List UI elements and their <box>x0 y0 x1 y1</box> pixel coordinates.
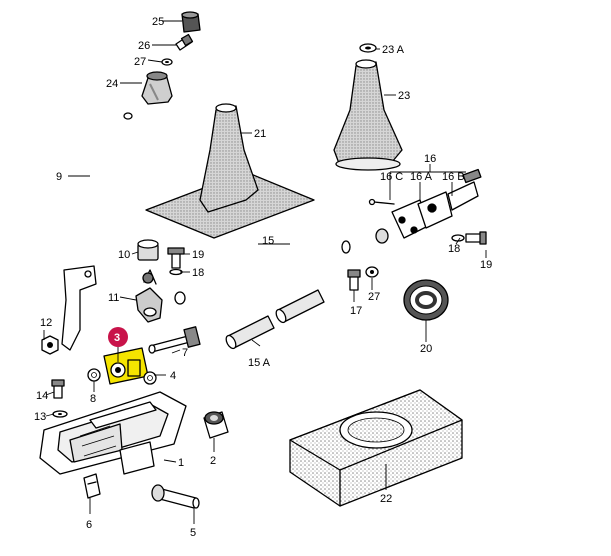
washer-right-part[interactable] <box>143 371 157 385</box>
shift-rod-part[interactable] <box>174 228 389 305</box>
pivot-pin-part[interactable] <box>151 484 200 509</box>
bushing-part[interactable] <box>137 239 159 261</box>
label-15: 15 <box>262 235 274 247</box>
label-5: 5 <box>190 527 196 539</box>
shift-base-housing-part[interactable] <box>39 391 187 475</box>
label-9: 9 <box>56 171 62 183</box>
bolt-lower-part[interactable] <box>451 231 487 245</box>
label-22: 22 <box>380 493 392 505</box>
shift-lever-part[interactable] <box>61 112 133 351</box>
label-6: 6 <box>86 519 92 531</box>
washer-left-part[interactable] <box>87 368 101 382</box>
callout-labels: 25 26 27 24 23 A 23 21 9 16 16 C 16 A 16… <box>34 16 492 539</box>
label-17: 17 <box>350 305 362 317</box>
knob-screw-part[interactable] <box>175 33 194 51</box>
shift-boot-inner-part[interactable] <box>145 103 315 239</box>
grommet-part[interactable] <box>203 411 229 439</box>
label-27-top: 27 <box>134 56 146 68</box>
label-8: 8 <box>90 393 96 405</box>
callout-badge-3[interactable]: 3 <box>108 327 128 347</box>
spring-clip-part[interactable] <box>83 473 101 499</box>
nut-part[interactable] <box>41 335 59 355</box>
label-18-right: 18 <box>448 243 460 255</box>
rubber-bellows-part[interactable] <box>403 279 449 321</box>
label-16: 16 <box>424 153 436 165</box>
small-nut-27-part[interactable] <box>365 266 379 278</box>
label-10: 10 <box>118 249 130 261</box>
linkage-assembly-part[interactable] <box>368 168 482 239</box>
rod-sleeve-part[interactable] <box>224 289 325 350</box>
label-11: 11 <box>108 292 119 304</box>
knob-cap-part[interactable] <box>181 11 201 33</box>
knob-washer-part[interactable] <box>161 58 173 66</box>
boot-ring-part[interactable] <box>359 43 377 53</box>
label-24: 24 <box>106 78 118 90</box>
shift-boot-outer-part[interactable] <box>333 59 403 171</box>
label-19-left: 19 <box>192 249 204 261</box>
label-3: 3 <box>114 332 120 344</box>
label-16a: 16 A <box>410 171 433 183</box>
long-bolt-part[interactable] <box>148 326 201 354</box>
label-15a: 15 A <box>248 357 271 369</box>
label-7: 7 <box>182 347 188 359</box>
label-2: 2 <box>210 455 216 467</box>
label-16c: 16 C <box>380 171 403 183</box>
label-1: 1 <box>178 457 184 469</box>
label-16b: 16 B <box>442 171 465 183</box>
label-26: 26 <box>138 40 150 52</box>
label-25: 25 <box>152 16 164 28</box>
label-23: 23 <box>398 90 410 102</box>
label-13: 13 <box>34 411 46 423</box>
highlighted-pivot-part[interactable] <box>103 347 149 385</box>
label-4: 4 <box>170 370 176 382</box>
label-18-left: 18 <box>192 267 204 279</box>
washer-13-part[interactable] <box>52 410 68 418</box>
console-tray-part[interactable] <box>289 389 463 507</box>
bolt-14-part[interactable] <box>51 379 65 399</box>
label-21: 21 <box>254 128 266 140</box>
leader-lines <box>43 20 487 524</box>
label-23a: 23 A <box>382 44 405 56</box>
shift-knob-part[interactable] <box>141 71 173 105</box>
small-bolt-17-part[interactable] <box>347 269 361 291</box>
label-19-right: 19 <box>480 259 492 271</box>
label-27-right: 27 <box>368 291 380 303</box>
bolt-upper-part[interactable] <box>167 247 185 276</box>
label-14: 14 <box>36 390 48 402</box>
label-20: 20 <box>420 343 432 355</box>
lever-arm-part[interactable] <box>135 269 163 323</box>
label-12: 12 <box>40 317 52 329</box>
